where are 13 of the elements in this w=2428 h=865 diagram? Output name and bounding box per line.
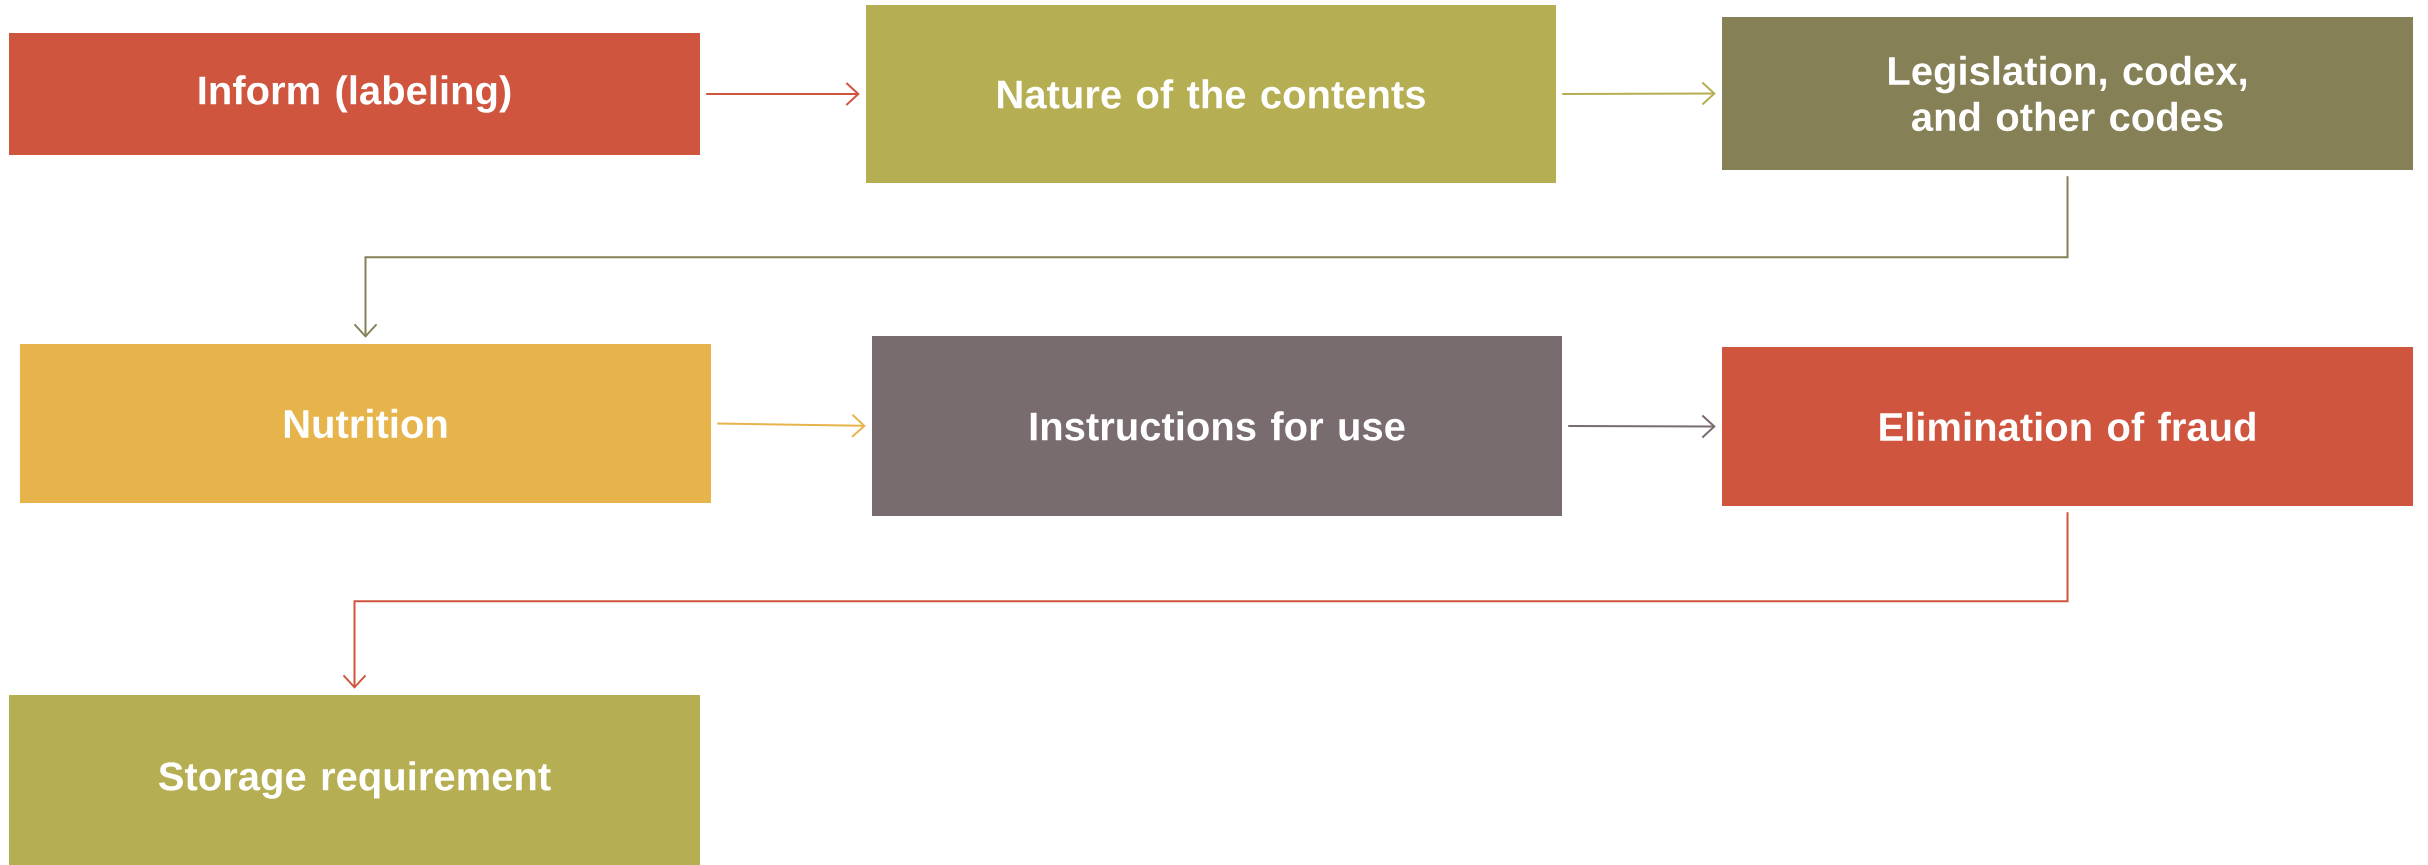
process-box: Legislation, codex, and other codes: [1722, 17, 2414, 170]
process-box: Inform (labeling): [9, 33, 700, 155]
arrow: [1561, 81, 1716, 106]
arrow: [705, 82, 860, 106]
process-box: Storage requirement: [9, 695, 700, 865]
process-box: Elimination of fraud: [1722, 347, 2414, 506]
arrow: [1567, 414, 1716, 439]
process-box: Nature of the contents: [866, 5, 1556, 183]
arrow: [353, 175, 2069, 338]
process-box: Instructions for use: [872, 336, 1562, 516]
process-box: Nutrition: [20, 344, 711, 503]
arrow: [342, 511, 2069, 689]
arrow: [716, 413, 866, 438]
